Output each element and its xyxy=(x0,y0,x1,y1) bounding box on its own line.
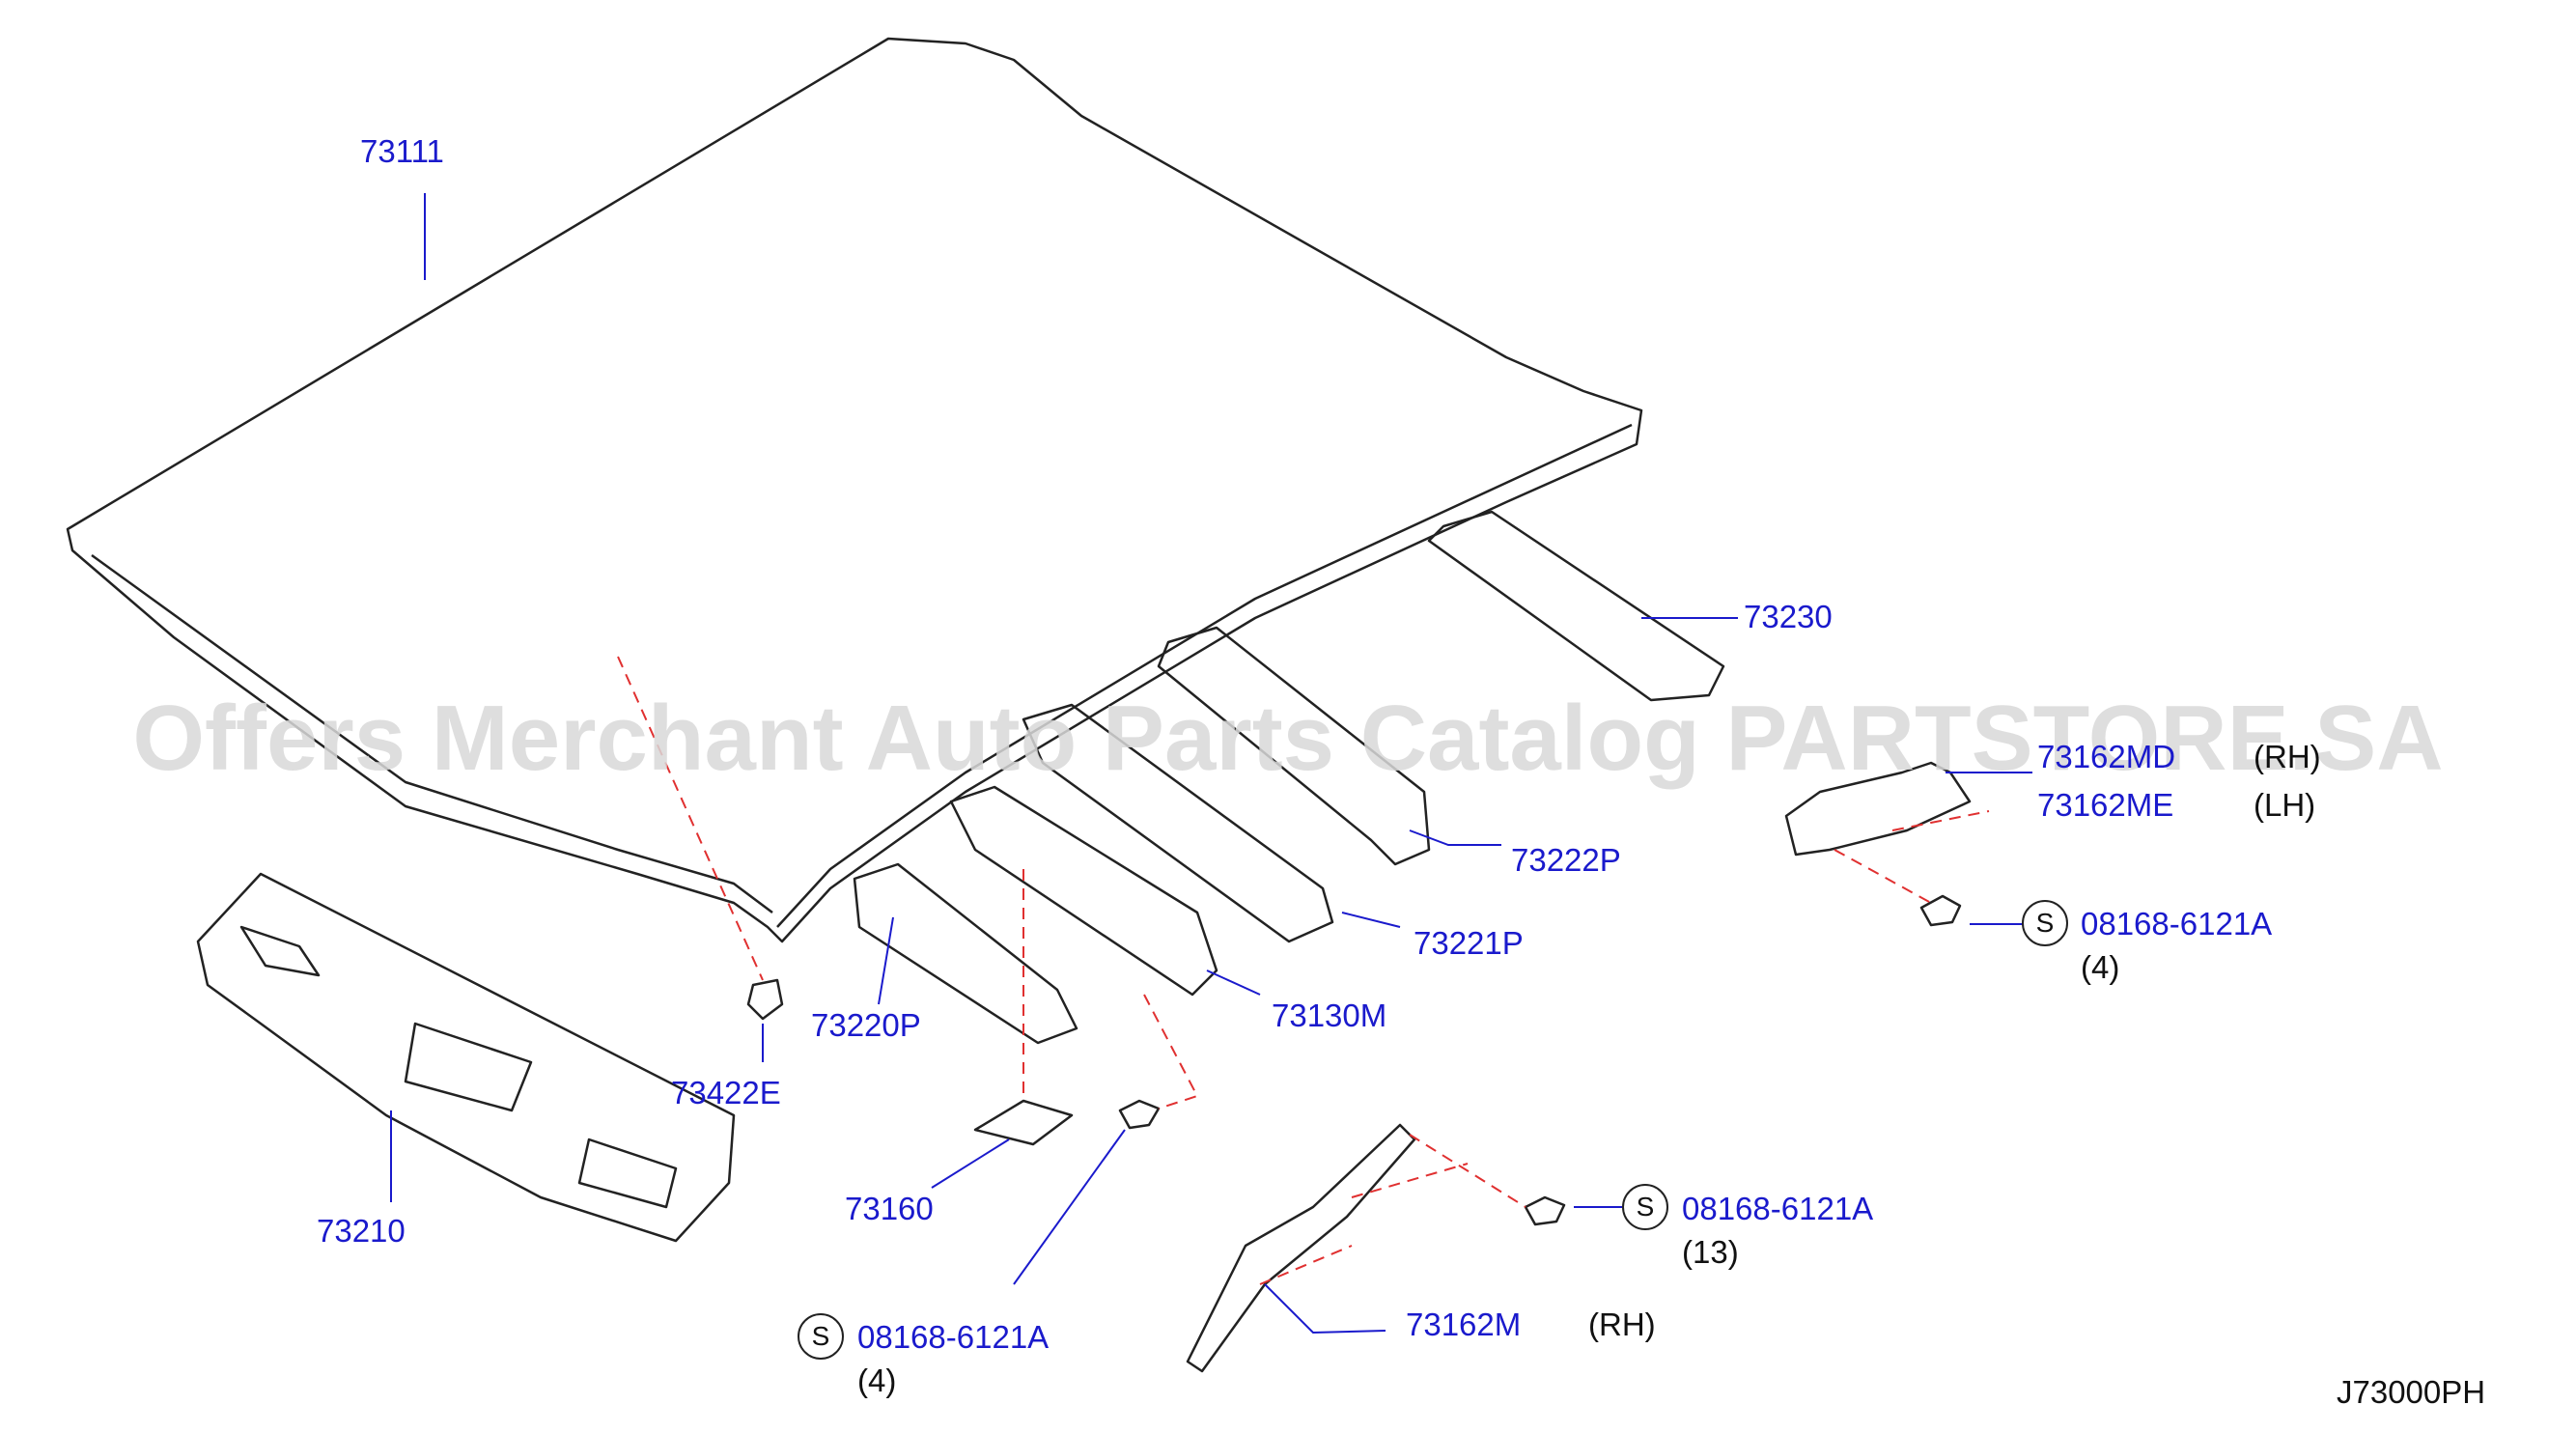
fastener-qty: (4) xyxy=(857,1363,897,1398)
watermark: Offers Merchant Auto Parts Catalog PARTS… xyxy=(132,687,2444,790)
side-label-73162M: (RH) xyxy=(1588,1307,1656,1342)
side-label-73162MD: (RH) xyxy=(2254,739,2321,774)
part-label-73160[interactable]: 73160 xyxy=(845,1191,934,1226)
side-label-73162ME: (LH) xyxy=(2254,787,2316,823)
bolt-1 xyxy=(1118,1099,1161,1130)
front-header-73210 xyxy=(196,872,736,1243)
part-label-73422E[interactable]: 73422E xyxy=(671,1075,781,1110)
leader-73221P xyxy=(1341,912,1401,928)
fastener-qty: (13) xyxy=(1682,1234,1739,1270)
guide-bracket-rh xyxy=(1259,1134,1526,1285)
leader-s-bottom xyxy=(1013,1129,1126,1285)
fastener-part-label[interactable]: 08168-6121A xyxy=(857,1319,1050,1355)
bow-73221P xyxy=(1022,703,1334,943)
leader-73220P xyxy=(878,916,894,1005)
guide-bolt-1 xyxy=(1143,994,1199,1110)
clip-73422E xyxy=(746,978,784,1021)
pad-73160 xyxy=(973,1099,1074,1146)
fastener-part-label[interactable]: 08168-6121A xyxy=(1682,1191,1874,1226)
leader-73162M xyxy=(1264,1283,1386,1335)
part-label-73162ME[interactable]: 73162ME xyxy=(2037,787,2174,823)
part-label-73221P[interactable]: 73221P xyxy=(1414,925,1524,961)
roof-panel-edge xyxy=(91,553,773,913)
leader-73130M xyxy=(1206,969,1261,996)
part-label-73230[interactable]: 73230 xyxy=(1744,599,1833,634)
bow-73130M xyxy=(949,785,1218,997)
bolt-3 xyxy=(1919,894,1962,927)
bracket-73162MD xyxy=(1784,761,1972,857)
diagram-code: J73000PH xyxy=(2337,1374,2486,1410)
part-label-73162MD[interactable]: 73162MD xyxy=(2037,739,2176,774)
standard-part-symbol: S xyxy=(2022,900,2068,946)
part-label-73220P[interactable]: 73220P xyxy=(811,1007,921,1043)
bow-73220P xyxy=(853,862,1078,1045)
fastener-qty: (4) xyxy=(2081,949,2120,985)
roof-panel-73111 xyxy=(66,37,1643,943)
roof-front-rail xyxy=(776,423,1633,928)
part-label-73111[interactable]: 73111 xyxy=(360,133,444,169)
part-label-73222P[interactable]: 73222P xyxy=(1511,842,1621,878)
part-label-73210[interactable]: 73210 xyxy=(317,1213,406,1249)
bracket-73162M xyxy=(1186,1123,1416,1373)
fastener-part-label[interactable]: 08168-6121A xyxy=(2081,906,2273,941)
part-label-73162M[interactable]: 73162M xyxy=(1406,1307,1522,1342)
standard-part-symbol: S xyxy=(1622,1184,1668,1230)
bow-73222P xyxy=(1157,626,1431,866)
standard-part-symbol: S xyxy=(798,1313,844,1360)
bolt-2 xyxy=(1524,1195,1566,1226)
leader-73222P xyxy=(1409,829,1501,846)
guide-bracket-lh xyxy=(1834,810,1990,904)
front-header-inner xyxy=(239,925,678,1209)
leader-73160 xyxy=(931,1138,1010,1189)
part-label-73130M[interactable]: 73130M xyxy=(1272,997,1387,1033)
bow-73230 xyxy=(1427,510,1725,702)
guide-clip xyxy=(617,656,764,981)
